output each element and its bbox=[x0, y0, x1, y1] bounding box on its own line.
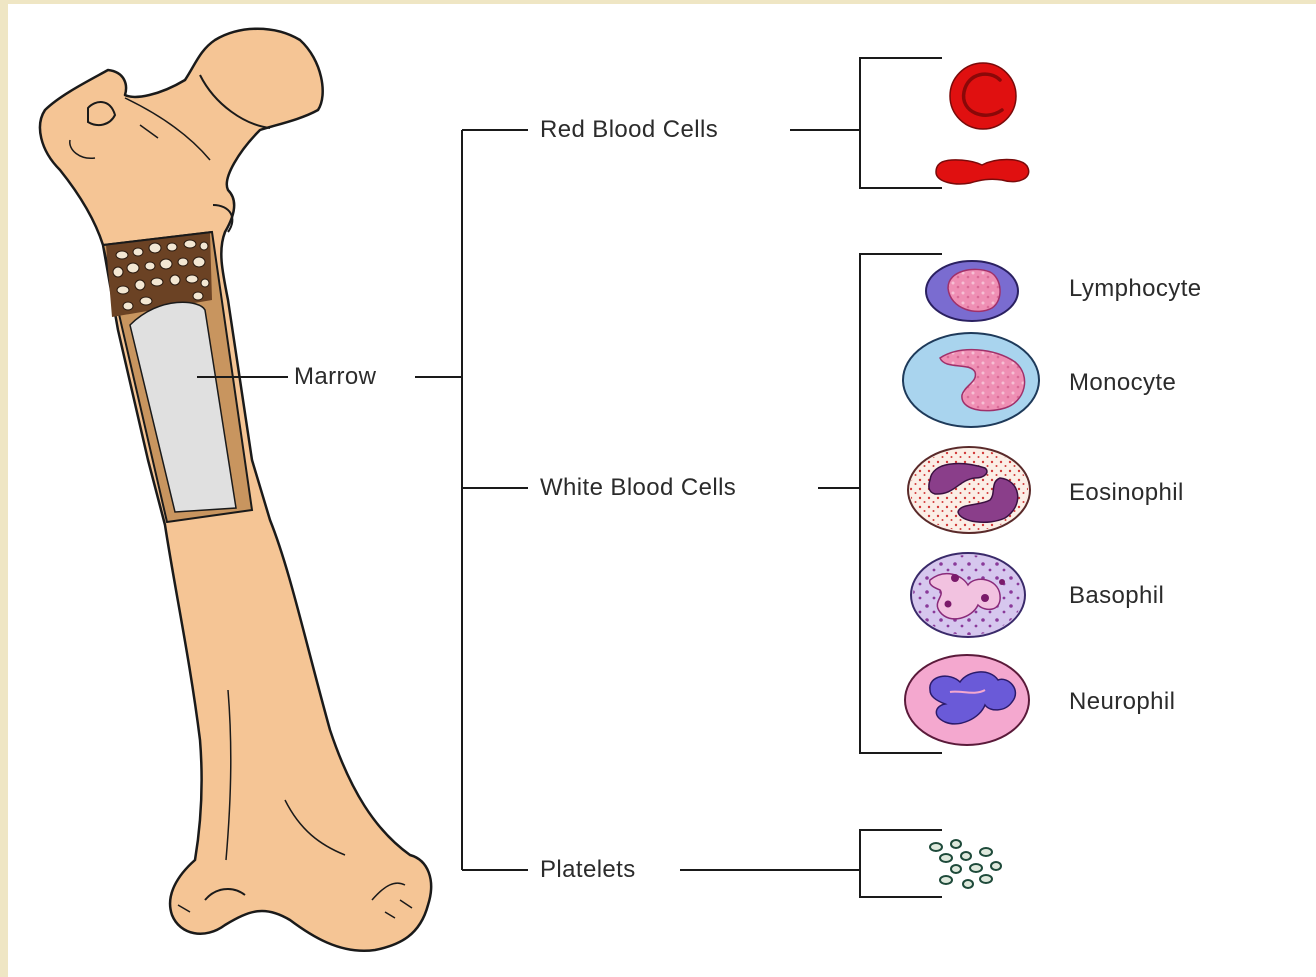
eosinophil-label: Eosinophil bbox=[1069, 481, 1184, 505]
basophil-label: Basophil bbox=[1069, 584, 1164, 608]
platelets-label: Platelets bbox=[540, 858, 636, 882]
neutrophil-label: Neurophil bbox=[1069, 690, 1175, 714]
white-blood-cells-label: White Blood Cells bbox=[540, 476, 736, 500]
lymphocyte-label: Lymphocyte bbox=[1069, 277, 1202, 301]
red-blood-cell-side-icon bbox=[936, 160, 1029, 184]
lymphocyte-icon bbox=[926, 261, 1018, 321]
eosinophil-icon bbox=[908, 447, 1030, 533]
neutrophil-icon bbox=[905, 655, 1029, 745]
marrow-label: Marrow bbox=[294, 365, 376, 389]
red-blood-cell-icon bbox=[950, 63, 1016, 129]
monocyte-label: Monocyte bbox=[1069, 371, 1176, 395]
basophil-icon bbox=[911, 553, 1025, 637]
platelets-icon bbox=[930, 840, 1001, 888]
red-blood-cells-label: Red Blood Cells bbox=[540, 118, 718, 142]
monocyte-icon bbox=[903, 333, 1039, 427]
